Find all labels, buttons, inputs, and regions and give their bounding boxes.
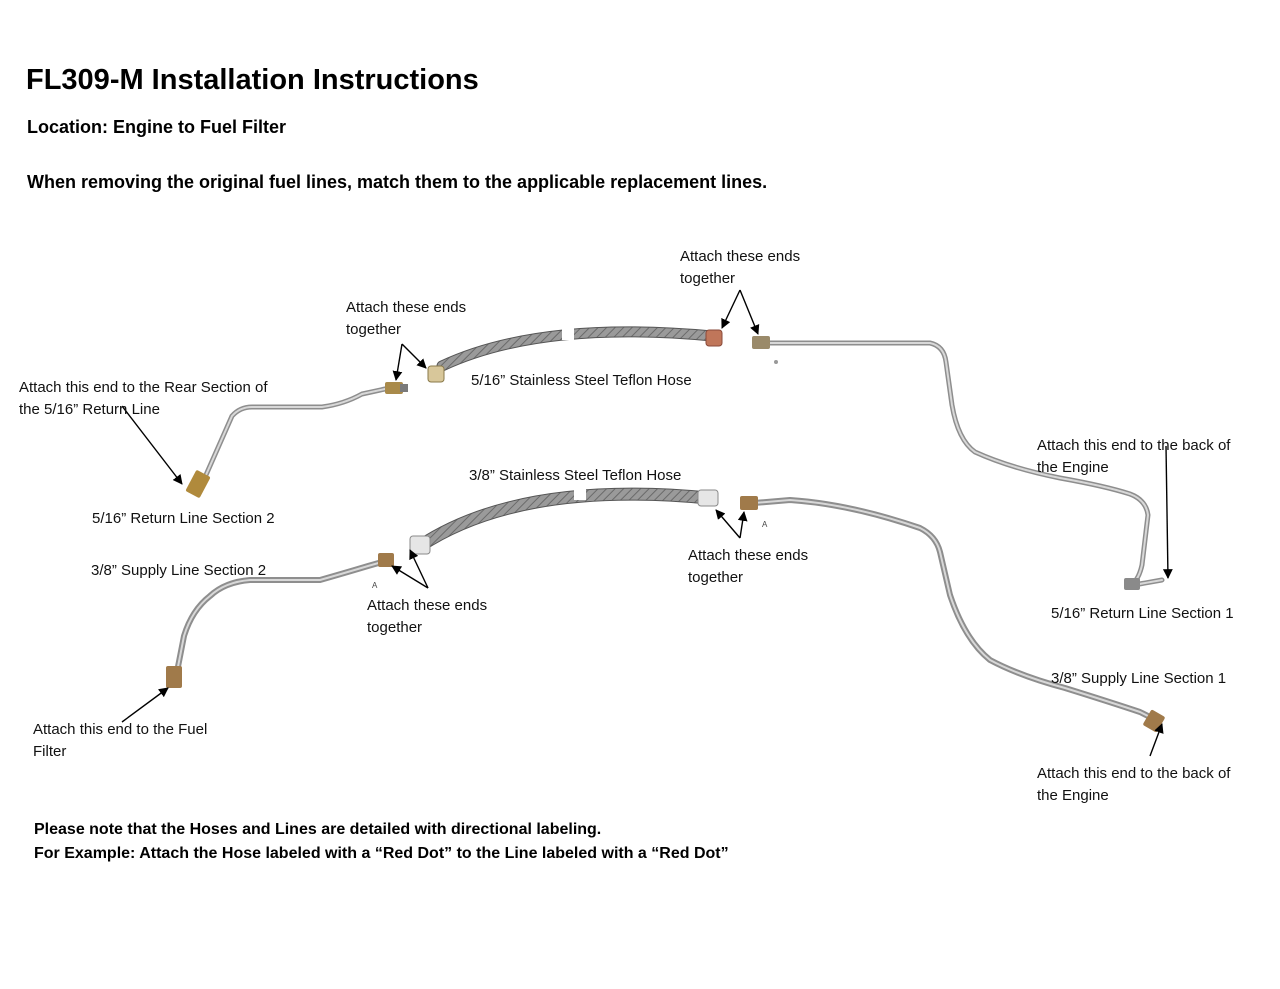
label-return-section-2: 5/16” Return Line Section 2 [92,510,275,527]
page-title: FL309-M Installation Instructions [26,64,479,96]
flare-fitting [752,336,770,349]
direction-tag: A [372,581,378,590]
hose-end-fitting [427,365,445,383]
return-line-section-2 [186,382,408,498]
hose-end-fitting-red [705,329,723,347]
hose-end-fitting [697,489,719,507]
note-line-1: Please note that the Hoses and Lines are… [34,821,602,838]
note-line-2: For Example: Attach the Hose labeled wit… [34,845,729,862]
callout-arrows [121,289,1173,757]
location-subtitle: Location: Engine to Fuel Filter [27,117,286,137]
supply-line-section-2 [166,553,394,688]
label-attach-top-right: Attach these ends together [680,248,804,287]
flare-fitting [166,666,182,688]
hose-3-8 [409,486,719,555]
return-line-section-1 [752,336,1165,590]
label-attach-mid-left: Attach these ends together [367,597,491,636]
label-attach-top-left: Attach these ends together [346,299,470,338]
instruction-text: When removing the original fuel lines, m… [27,172,768,192]
flare-fitting [740,496,758,510]
label-attach-fuel-filter: Attach this end to the Fuel Filter [33,721,211,760]
label-return-section-1: 5/16” Return Line Section 1 [1051,605,1234,622]
flare-fitting [1124,578,1140,590]
label-supply-section-2: 3/8” Supply Line Section 2 [91,562,266,579]
label-supply-section-1: 3/8” Supply Line Section 1 [1051,670,1226,687]
label-attach-engine-top: Attach this end to the back of the Engin… [1037,437,1235,476]
label-attach-rear-section: Attach this end to the Rear Section of t… [19,379,272,418]
tube-nut-fitting [186,470,210,498]
label-attach-mid-right: Attach these ends together [688,547,812,586]
label-hose-5-16: 5/16” Stainless Steel Teflon Hose [471,372,692,389]
label-hose-3-8: 3/8” Stainless Steel Teflon Hose [469,467,681,484]
supply-line-section-1 [740,496,1165,733]
flare-fitting [385,382,403,394]
hose-5-16 [427,326,723,383]
direction-tag: A [762,520,768,529]
flare-fitting [378,553,394,567]
hose-end-fitting [409,535,431,555]
label-attach-engine-bottom: Attach this end to the back of the Engin… [1037,765,1235,804]
